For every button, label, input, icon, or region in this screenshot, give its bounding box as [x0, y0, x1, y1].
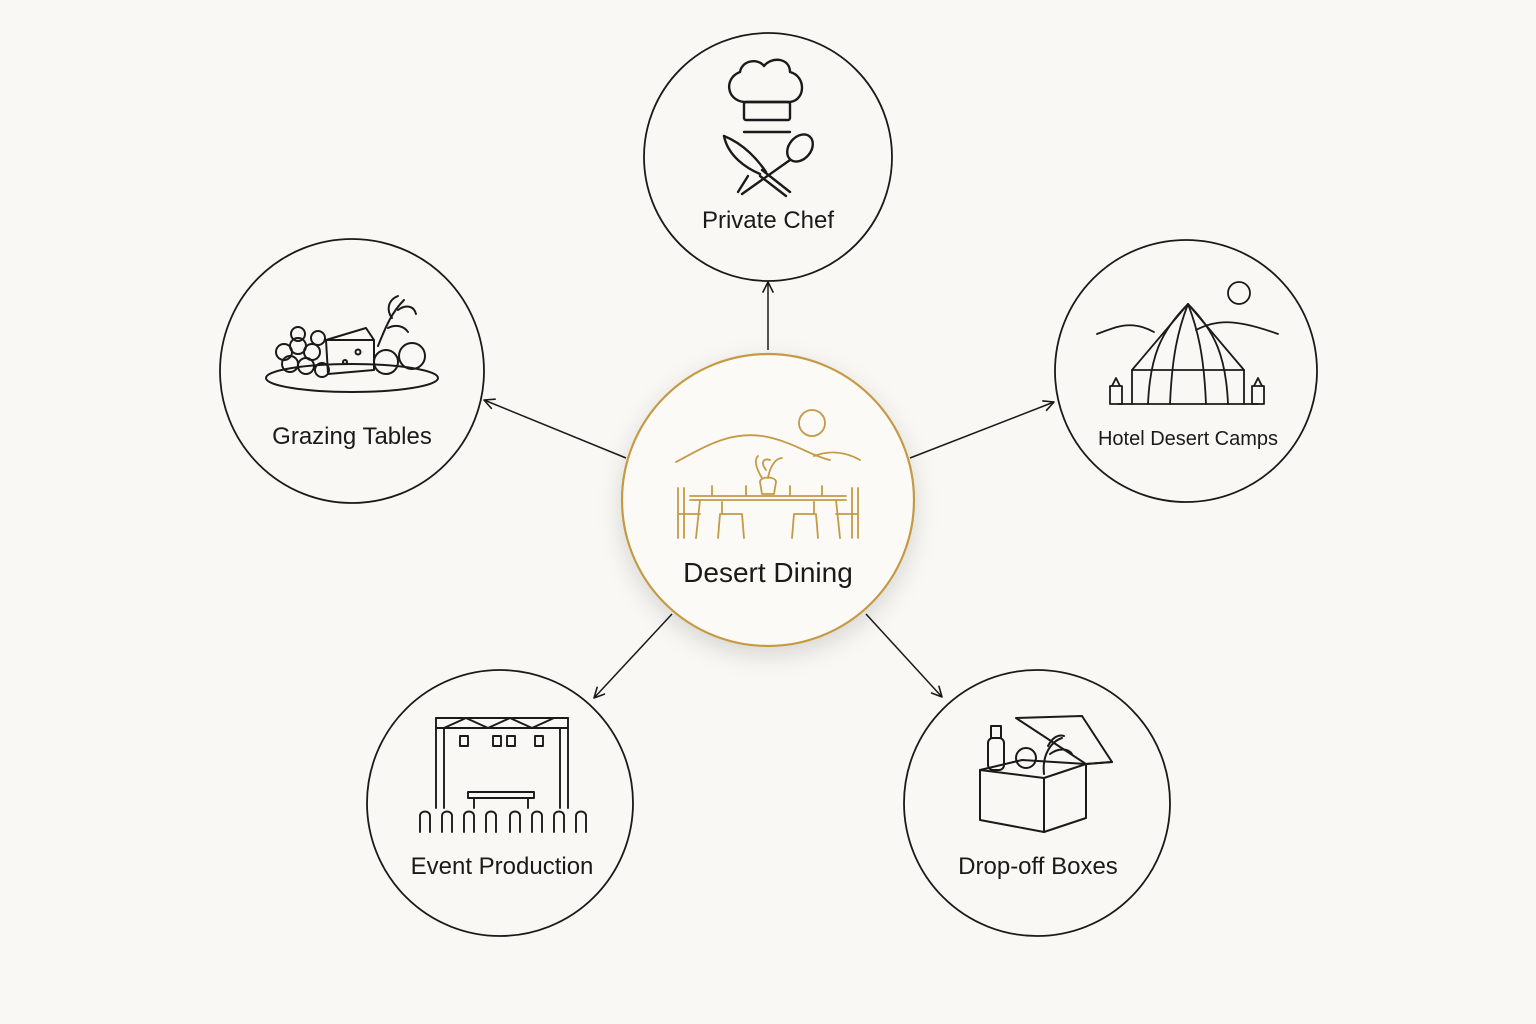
- connector-event-production: [593, 613, 673, 699]
- node-grazing-tables[interactable]: Grazing Tables: [219, 238, 485, 504]
- node-label: Hotel Desert Camps: [1098, 428, 1278, 450]
- connectors: [483, 281, 1055, 699]
- tent-icon: [1096, 281, 1279, 405]
- connector-hotel-desert-camps: [909, 400, 1055, 459]
- connector-drop-off-boxes: [865, 613, 943, 698]
- node-event-production[interactable]: Event Production: [366, 669, 634, 937]
- node-label: Event Production: [411, 853, 594, 880]
- node-label: Grazing Tables: [272, 423, 432, 450]
- desert-table-icon: [675, 409, 861, 539]
- node-drop-off-boxes[interactable]: Drop-off Boxes: [903, 669, 1171, 937]
- center-node-desert-dining[interactable]: Desert Dining: [620, 352, 916, 648]
- node-label: Drop-off Boxes: [958, 853, 1118, 880]
- node-label: Private Chef: [702, 207, 834, 234]
- chef-hat-utensils-icon: [722, 58, 815, 198]
- node-private-chef[interactable]: Private Chef: [643, 32, 893, 282]
- connector-grazing-tables: [483, 398, 627, 459]
- box-icon: [979, 715, 1113, 833]
- platter-icon: [265, 295, 439, 393]
- stage-icon: [419, 717, 587, 833]
- node-hotel-desert-camps[interactable]: Hotel Desert Camps: [1054, 239, 1318, 503]
- center-label: Desert Dining: [683, 557, 853, 588]
